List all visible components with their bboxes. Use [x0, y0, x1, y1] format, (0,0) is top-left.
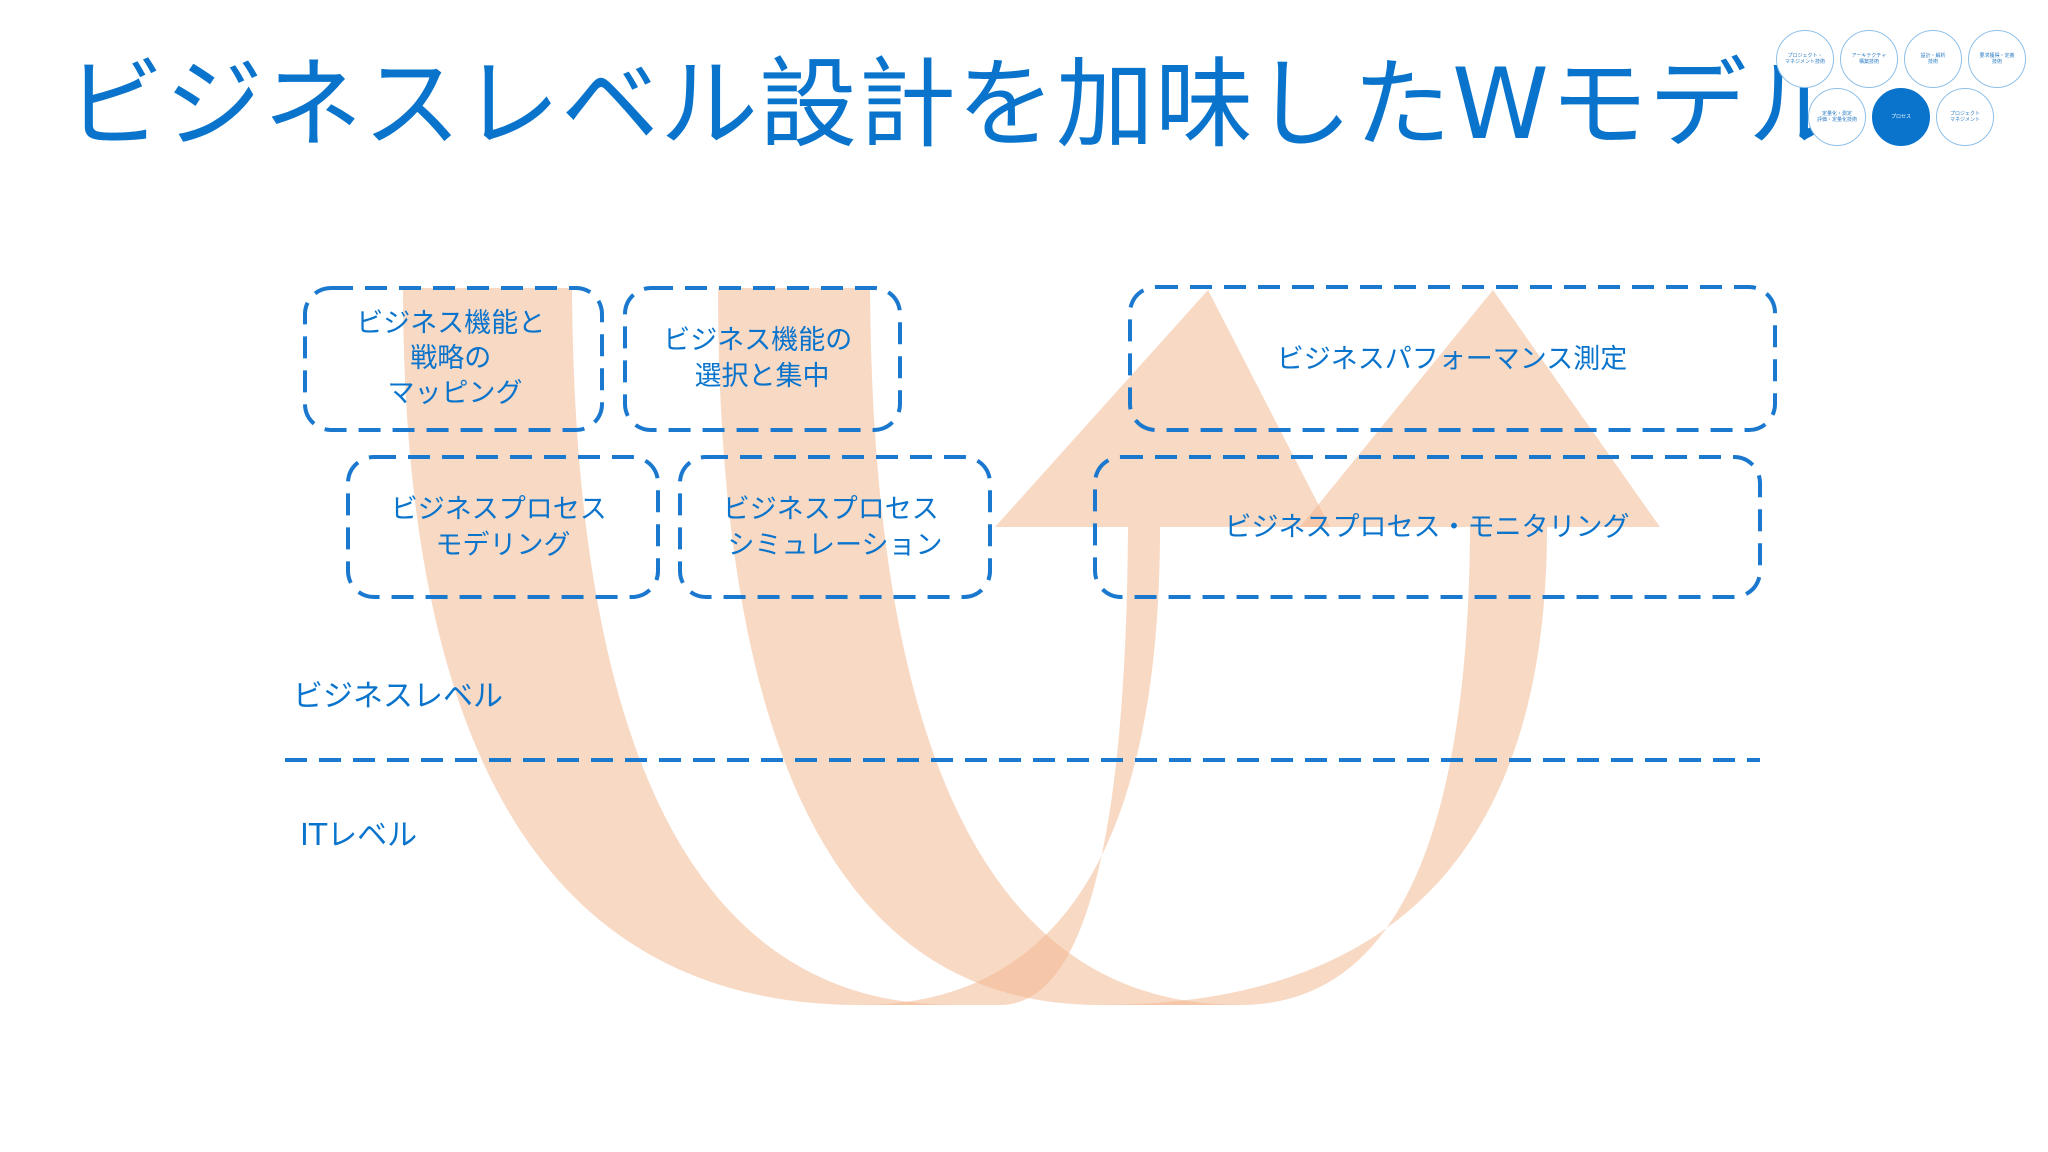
arrow-ascend-2 — [1100, 290, 1660, 1005]
arrow-descend-1 — [403, 288, 955, 1005]
nav-circle-label: 設計・解析 技術 — [1920, 52, 1946, 65]
box-label-process-monitoring: ビジネスプロセス・モニタリング — [1225, 512, 1630, 543]
nav-circle-4[interactable]: 要求獲得・定義 技術 — [1968, 30, 2026, 88]
box-label-function-strategy-mapping: ビジネス機能と 戦略の マッピング — [356, 308, 554, 409]
nav-circle-5[interactable]: 定量化・測定 評価・定量化技術 — [1808, 88, 1866, 146]
nav-circle-label: 定量化・測定 評価・定量化技術 — [1816, 110, 1857, 123]
it-level-label: ITレベル — [300, 818, 417, 853]
nav-circle-label: アーキテクチャ 構築技術 — [1851, 52, 1887, 65]
box-process-modeling — [346, 455, 660, 599]
arrow-descend-2 — [718, 288, 1240, 1005]
nav-circle-label: プロジェクト マネジメント — [1949, 110, 1980, 123]
box-label-performance-measurement: ビジネスパフォーマンス測定 — [1277, 344, 1627, 375]
nav-circle-label: プロジェクト・ マネジメント技術 — [1784, 52, 1825, 65]
box-process-monitoring — [1093, 455, 1762, 599]
nav-circle-6[interactable]: プロセス — [1872, 88, 1930, 146]
business-level-label: ビジネスレベル — [293, 679, 503, 714]
box-label-process-simulation: ビジネスプロセス シミュレーション — [723, 494, 948, 561]
box-function-strategy-mapping — [303, 286, 604, 432]
slide-title: ビジネスレベル設計を加味したWモデル — [66, 48, 1847, 162]
box-process-simulation — [678, 455, 992, 599]
nav-circle-3[interactable]: 設計・解析 技術 — [1904, 30, 1962, 88]
box-function-selection — [623, 286, 902, 432]
nav-circle-1[interactable]: プロジェクト・ マネジメント技術 — [1776, 30, 1834, 88]
box-label-function-selection: ビジネス機能の 選択と集中 — [663, 325, 861, 392]
arrow-ascend-1 — [860, 290, 1330, 1005]
nav-circle-2[interactable]: アーキテクチャ 構築技術 — [1840, 30, 1898, 88]
box-label-process-modeling: ビジネスプロセス モデリング — [391, 494, 616, 561]
box-performance-measurement — [1128, 285, 1777, 432]
nav-circle-label: 要求獲得・定義 技術 — [1979, 52, 2015, 65]
nav-circle-label: プロセス — [1890, 113, 1911, 120]
nav-circle-7[interactable]: プロジェクト マネジメント — [1936, 88, 1994, 146]
